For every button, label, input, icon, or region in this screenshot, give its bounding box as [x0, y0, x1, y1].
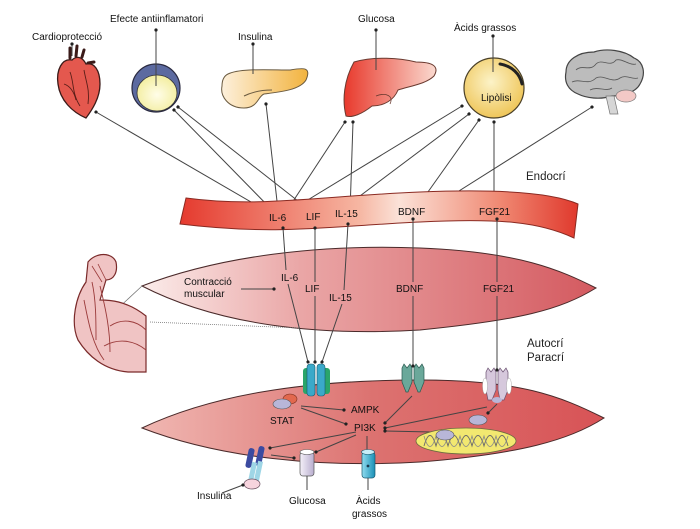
vessel-myokine-fgf21: FGF21	[479, 207, 511, 218]
liver-icon	[343, 57, 437, 117]
pathway-ampk: AMPK	[351, 405, 380, 416]
fgf21-receptor-icon	[482, 367, 512, 403]
bdnf-receptor-icon	[401, 363, 425, 393]
heart-icon	[56, 44, 101, 119]
liver-label: Glucosa	[358, 14, 395, 25]
nucleus-icon	[415, 427, 517, 455]
heart-label: Cardioprotecció	[32, 32, 102, 43]
muscle-contraction-label-1: Contracció	[184, 277, 232, 288]
fiber-myokine-fgf21: FGF21	[483, 284, 515, 295]
insulin-receptor-icon	[243, 446, 265, 490]
pathway-stat: STAT	[270, 416, 294, 427]
brain-icon	[564, 49, 644, 115]
anti-inflammatory-label: Efecte antiinflamatori	[110, 14, 203, 25]
vessel-myokine-il6: IL-6	[269, 213, 287, 224]
intracellular-signaling-arrows	[268, 395, 498, 460]
myokine-release-arrows	[281, 217, 499, 372]
adipocyte-label: Àcids grassos	[454, 21, 516, 34]
fiber-myokine-il6: IL-6	[281, 273, 299, 284]
adipocyte-icon	[463, 57, 525, 119]
fiber-myokine-bdnf: BDNF	[396, 284, 423, 295]
insulin-output-label: Insulina	[197, 491, 232, 502]
fiber-myokine-il15: IL-15	[329, 293, 352, 304]
flexed-arm-icon	[73, 253, 147, 373]
insulin-output-line	[221, 483, 245, 494]
blood-vessel	[179, 190, 579, 239]
fatty-acid-transporter-icon	[361, 449, 376, 479]
pancreas-icon	[221, 68, 309, 109]
pathway-pi3k: PI3K	[354, 423, 376, 434]
vessel-myokine-lif: LIF	[306, 212, 320, 223]
anti-inflammatory-cell-icon	[131, 63, 181, 113]
vessel-myokine-il15: IL-15	[335, 209, 358, 220]
fatty-acid-output-label-2: grassos	[352, 509, 387, 520]
glucose-transporter-icon	[299, 449, 315, 477]
vessel-myokine-bdnf: BDNF	[398, 207, 425, 218]
lipolysis-label: Lipòlisi	[481, 93, 512, 104]
endocrine-section-label: Endocrí	[526, 171, 566, 183]
paracrine-label: Paracrí	[527, 352, 565, 364]
fatty-acid-output-label-1: Àcids	[356, 494, 380, 507]
il-receptor-icon	[272, 363, 330, 410]
signal-protein-icon	[468, 414, 488, 426]
muscle-fiber	[140, 246, 598, 333]
glucose-output-label: Glucosa	[289, 496, 326, 507]
muscle-contraction-label-2: muscular	[184, 289, 225, 300]
pancreas-label: Insulina	[238, 32, 273, 43]
fiber-myokine-lif: LIF	[305, 284, 319, 295]
autocrine-label: Autocrí	[527, 338, 564, 350]
